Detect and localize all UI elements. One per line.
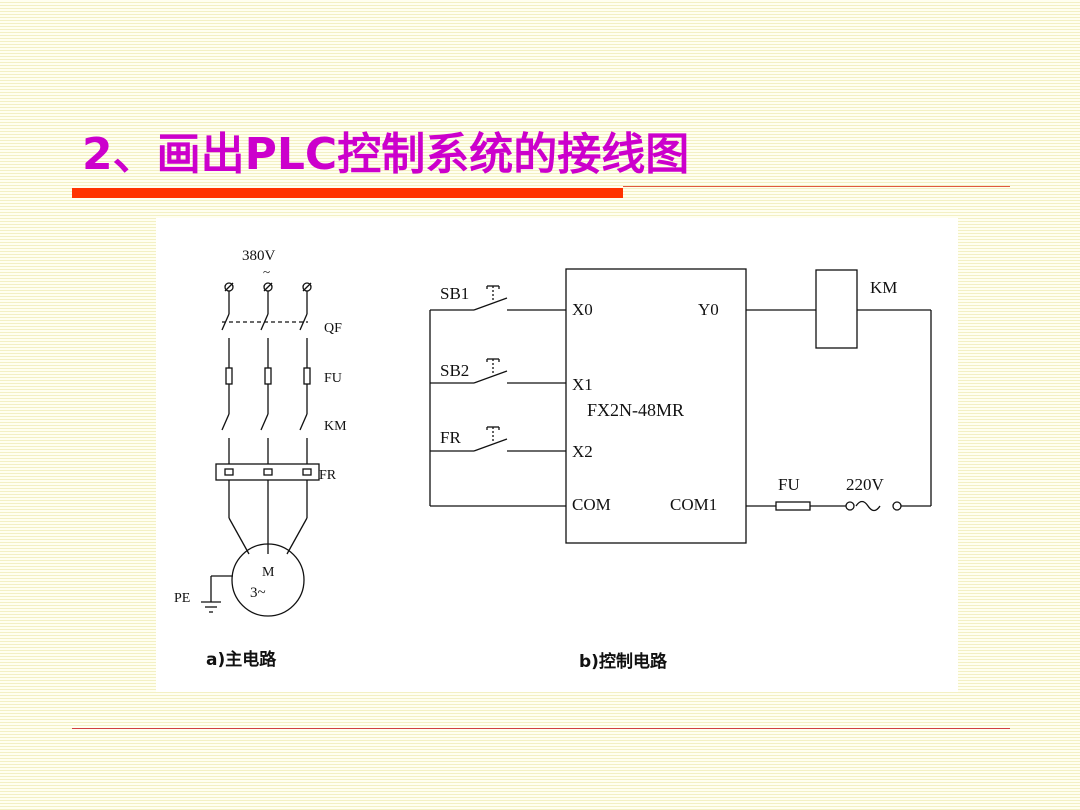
plc-input-com: COM [572,495,611,514]
fuse-symbol [775,501,811,511]
plc-input-x0: X0 [572,300,593,319]
slide-title: 2、画出PLC控制系统的接线图 [82,129,690,180]
title-underline-thin [623,186,1010,187]
fr-label: FR [319,468,337,483]
main-circuit-caption: a)主电路 [206,649,277,670]
sb1-label: SB1 [440,284,469,303]
fr-thermal-relay [215,463,320,481]
km-label: KM [324,419,347,434]
fr-contact-label: FR [440,428,461,447]
control-circuit: FX2N-48MR X0 X1 X2 COM Y0 COM1 SB1 [429,268,932,672]
ac-terminal-left [845,501,855,511]
supply-voltage-label: 220V [846,475,885,494]
plc-output-y0: Y0 [698,300,719,319]
plc-output-com1: COM1 [670,495,717,514]
supply-terminals [224,282,312,292]
phase-line-1 [221,291,250,555]
plc-model-label: FX2N-48MR [587,400,684,420]
control-circuit-caption: b)控制电路 [579,651,668,672]
plc-input-x1: X1 [572,375,593,394]
plc-box [565,268,747,544]
footer-divider [72,728,1010,729]
km-coil-label: KM [870,278,897,297]
main-voltage-label: 380V [242,248,276,264]
sb2-label: SB2 [440,361,469,380]
wiring-diagram-panel: 380V ~ [156,218,958,692]
ac-source-icon [855,500,881,512]
fr-contact [430,426,566,452]
ac-terminal-right [892,501,902,511]
sb2-switch [430,358,566,384]
title-underline-thick [72,188,623,198]
fuse-label: FU [778,475,800,494]
sb1-switch [430,285,566,311]
motor-symbol: M 3~ [231,543,305,617]
main-circuit: 380V ~ [174,248,347,670]
phase-line-2 [260,291,272,554]
pe-label: PE [174,591,190,606]
plc-input-x2: X2 [572,442,593,461]
fu-label: FU [324,371,342,386]
phase-line-3 [286,291,311,555]
wiring-diagram: 380V ~ [174,248,932,672]
motor-phase: 3~ [250,585,266,601]
qf-label: QF [324,321,342,336]
main-ac-symbol: ~ [263,264,270,279]
ground-icon [201,575,233,613]
motor-letter: M [262,565,275,580]
km-coil [815,269,858,349]
